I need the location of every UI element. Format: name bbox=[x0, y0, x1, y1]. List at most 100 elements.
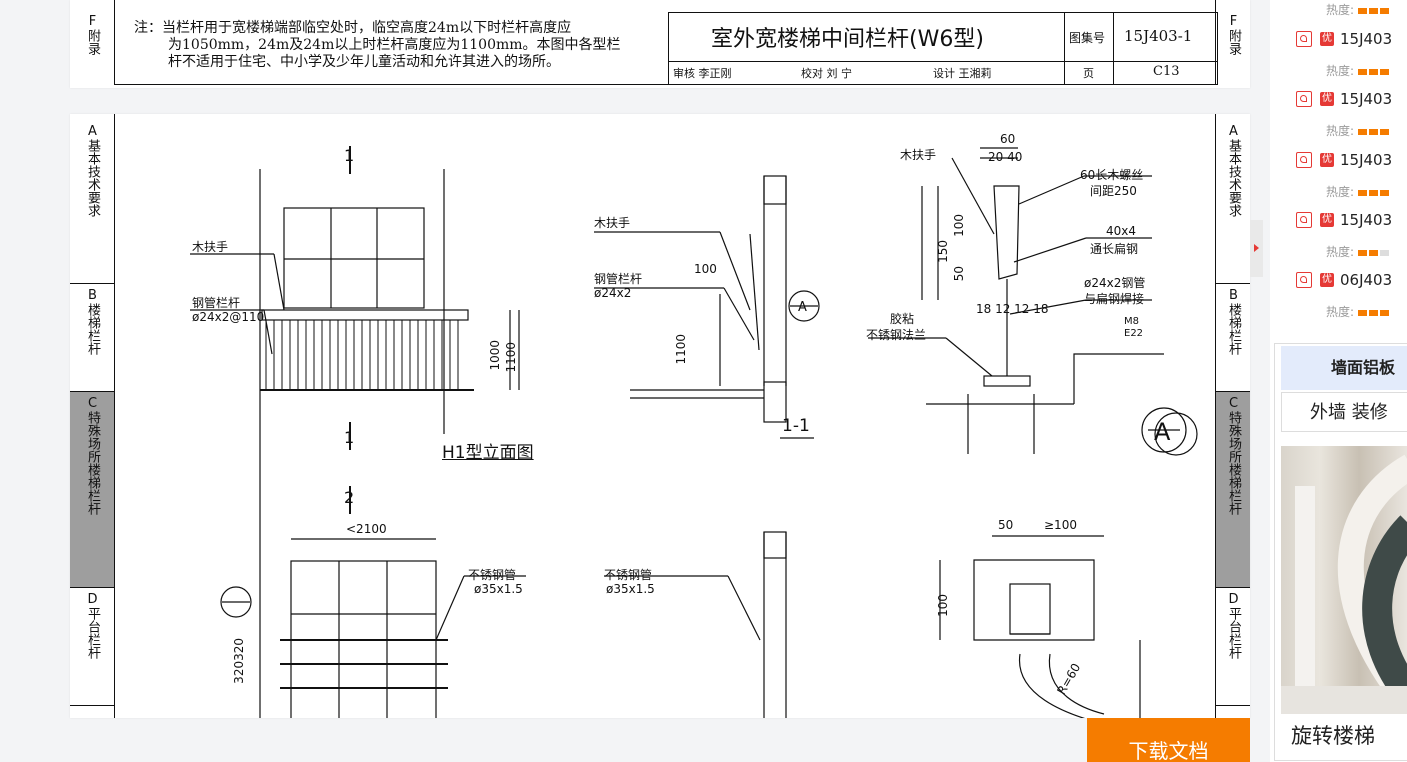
side-tab-b-right-label: 楼梯栏杆 bbox=[1226, 303, 1241, 355]
note-line-2: 为1050mm，24m及24m以上时栏杆高度应为1100mm。本图中各型栏 bbox=[168, 37, 621, 53]
heat-bar bbox=[1368, 309, 1378, 316]
heat-bar bbox=[1357, 7, 1367, 14]
label-dim-60: 60 bbox=[1000, 132, 1016, 146]
label-h1-elevation-title: H1型立面图 bbox=[442, 443, 534, 463]
frame-bottom-line bbox=[114, 84, 1216, 85]
heat-label: 热度: bbox=[1326, 64, 1355, 78]
label-dim-150: 150 bbox=[936, 240, 950, 263]
label-flat-steel: 40x4 bbox=[1106, 224, 1137, 238]
pdf-icon bbox=[1296, 31, 1312, 47]
heat-row-3: 热度: bbox=[1326, 183, 1391, 200]
heat-bar bbox=[1368, 128, 1378, 135]
note-line-1: 注：当栏杆用于宽楼梯端部临空处时，临空高度24m以下时栏杆高度应 bbox=[134, 20, 572, 36]
side-tab-b-code: B bbox=[85, 288, 100, 303]
design-field: 设计 王湘莉 bbox=[933, 67, 992, 80]
label-dim-100-detail: 100 bbox=[952, 214, 966, 237]
heat-bar bbox=[1379, 128, 1389, 135]
label-weld-desc: 与扁钢焊接 bbox=[1084, 292, 1145, 306]
heat-label: 热度: bbox=[1326, 124, 1355, 138]
ad-image-spiral-stair[interactable] bbox=[1281, 446, 1407, 715]
side-tab-c-label: 特殊场所楼梯栏杆 bbox=[85, 411, 100, 515]
pdf-icon bbox=[1296, 212, 1312, 228]
drawing-title: 室外宽楼梯中间栏杆(W6型) bbox=[711, 27, 984, 52]
document-page-previous: F附录 F附录 注：当栏杆用于宽楼梯端部临空处时，临空高度24m以下时栏杆高度应… bbox=[70, 0, 1250, 88]
right-frame: F附录 bbox=[1215, 0, 1250, 84]
heat-row-0: 热度: bbox=[1326, 1, 1391, 18]
label-wood-handrail-1: 木扶手 bbox=[192, 240, 229, 254]
document-viewer[interactable]: F附录 F附录 注：当栏杆用于宽楼梯端部临空处时，临空高度24m以下时栏杆高度应… bbox=[0, 0, 1270, 762]
pdf-icon bbox=[1296, 152, 1312, 168]
label-width-2100: <2100 bbox=[346, 522, 387, 536]
side-tab-d-label: 平台栏杆 bbox=[85, 607, 100, 659]
heat-label: 热度: bbox=[1326, 245, 1355, 259]
download-document-button[interactable]: 下载文档 bbox=[1087, 718, 1250, 762]
premium-badge: 优 bbox=[1320, 153, 1334, 167]
heat-bar bbox=[1357, 128, 1367, 135]
doc-item-title: 15J403 bbox=[1340, 90, 1393, 108]
premium-badge: 优 bbox=[1320, 92, 1334, 106]
label-flange: 不锈钢法兰 bbox=[866, 328, 927, 342]
side-tab-a-right-label: 基本技术要求 bbox=[1226, 139, 1241, 217]
side-tab-c-right-code: C bbox=[1226, 396, 1241, 411]
heat-row-5: 热度: bbox=[1326, 303, 1391, 320]
doc-item-2[interactable]: 优 15J403 bbox=[1296, 89, 1392, 109]
section-mark-1-top: 1 bbox=[344, 146, 355, 165]
heat-bar bbox=[1379, 189, 1389, 196]
title-block: 室外宽楼梯中间栏杆(W6型) 图集号 15J403-1 审核 李正刚 校对 刘 … bbox=[668, 12, 1218, 85]
side-tab-a-code: A bbox=[85, 124, 100, 139]
label-dim-320: 320320 bbox=[232, 638, 246, 684]
side-tab-a-label: 基本技术要求 bbox=[85, 139, 100, 217]
page-number: C13 bbox=[1153, 64, 1180, 79]
pdf-icon bbox=[1296, 272, 1312, 288]
atlas-number: 15J403-1 bbox=[1124, 27, 1193, 45]
doc-item-title: 06J403 bbox=[1340, 271, 1393, 289]
side-tab-c-code: C bbox=[85, 396, 100, 411]
label-section-1-1: 1-1 bbox=[782, 416, 810, 436]
label-glue: 胶粘 bbox=[890, 312, 915, 326]
heat-label: 热度: bbox=[1326, 3, 1355, 17]
side-tab-b-label: 楼梯栏杆 bbox=[85, 303, 100, 355]
label-steel-rail-spec-1: ø24x2@110 bbox=[192, 310, 265, 324]
doc-item-title: 15J403 bbox=[1340, 151, 1393, 169]
side-tab-d-right-code: D bbox=[1226, 592, 1241, 607]
heat-label: 热度: bbox=[1326, 185, 1355, 199]
heat-bar-empty bbox=[1379, 249, 1389, 256]
label-screw: 60长木螺丝 bbox=[1080, 168, 1144, 182]
label-ss-pipe-2: 不锈钢管 bbox=[604, 568, 653, 582]
label-dim-100-bottom: 100 bbox=[936, 594, 950, 617]
label-ss-spec-1: ø35x1.5 bbox=[474, 582, 523, 596]
technical-drawing bbox=[190, 146, 1198, 718]
label-dim-50-detail: 50 bbox=[952, 266, 966, 282]
label-dim-1100: 1100 bbox=[504, 342, 518, 373]
section-mark-2: 2 bbox=[344, 488, 355, 507]
ad-card[interactable]: 墙面铝板 外墙 装修 旋转楼梯 bbox=[1274, 343, 1407, 761]
heat-row-4: 热度: bbox=[1326, 243, 1391, 260]
label-dim-50-bottom: 50 bbox=[998, 518, 1014, 532]
side-tab-d-right-label: 平台栏杆 bbox=[1226, 607, 1241, 659]
label-dim-gt100: ≥100 bbox=[1044, 518, 1077, 532]
label-steel-rail-2: 钢管栏杆 bbox=[594, 272, 643, 286]
heat-bar bbox=[1379, 68, 1389, 75]
sidebar-collapse-toggle[interactable] bbox=[1250, 220, 1263, 277]
doc-item-3[interactable]: 优 15J403 bbox=[1296, 150, 1392, 170]
heat-bar bbox=[1357, 68, 1367, 75]
heat-bar bbox=[1357, 249, 1367, 256]
heat-bar bbox=[1368, 249, 1378, 256]
label-dim-1812: 18 12 12 18 bbox=[976, 302, 1049, 316]
heat-bar bbox=[1368, 7, 1378, 14]
label-ss-pipe-1: 不锈钢管 bbox=[468, 568, 517, 582]
label-dim-1000: 1000 bbox=[488, 340, 502, 371]
premium-badge: 优 bbox=[1320, 213, 1334, 227]
